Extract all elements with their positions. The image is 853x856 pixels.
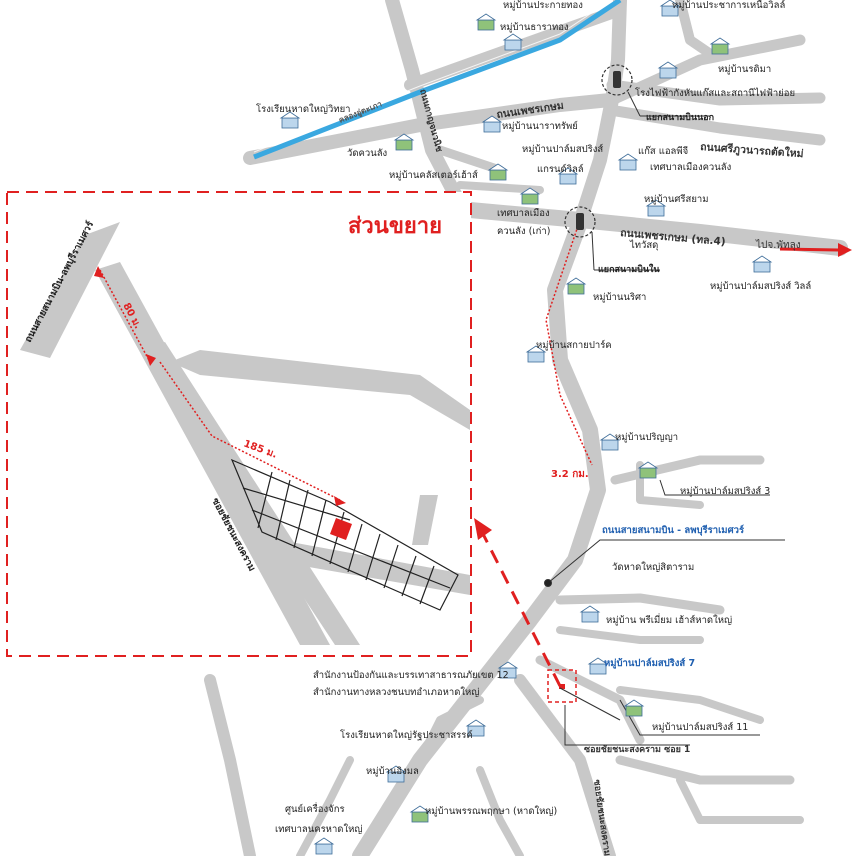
- intersection-north: [601, 64, 710, 117]
- house-icon: [519, 187, 541, 205]
- place-ingmon: หมู่บ้านอิงมล: [366, 766, 419, 777]
- place-municipal-khuansang: เทศบาลเมืองควนลัง: [650, 162, 732, 173]
- place-highway-office: สำนักงานทางหลวงชนบทอำเภอหาดใหญ่: [313, 687, 480, 698]
- place-power-plant: โรงไฟฟ้ากังหันแก๊สและสถานีไฟฟ้าย่อย: [635, 88, 796, 99]
- place-palm-spring-7: หมู่บ้านปาล์มสปริงส์ 7: [604, 658, 696, 669]
- house-icon: [313, 837, 335, 855]
- intersection-label-north: แยกสนามบินนอก: [646, 113, 715, 123]
- house-icon: [279, 111, 301, 129]
- place-thara-thong: หมู่บ้านธาราทอง: [500, 22, 569, 33]
- place-wat-hatyai-sitaram: วัดหาดใหญ่สิตาราม: [612, 562, 695, 573]
- place-rodima: หมู่บ้านรดิมา: [718, 64, 772, 75]
- house-icon: [475, 13, 497, 31]
- place-school-hatyai-wittaya: โรงเรียนหาดใหญ่วิทยา: [256, 104, 351, 115]
- house-icon: [565, 277, 587, 295]
- place-school-ratprachasan: โรงเรียนหาดใหญ่รัฐประชาสรรค์: [340, 730, 473, 741]
- distance-label: 3.2 กม.: [551, 469, 589, 480]
- road-label-sriphuwanat: ถนนศรีภูวนารถตัดใหม่: [700, 139, 804, 161]
- place-palm-spring-grand-1: หมู่บ้านปาล์มสปริงส์: [522, 144, 604, 155]
- place-classter-house: หมู่บ้านคลัสเตอร์เฮ้าส์: [389, 170, 478, 181]
- place-disaster-office: สำนักงานป้องกันและบรรเทาสาธารณภัยเขต 12: [313, 670, 509, 681]
- place-gas-station: แก๊ส แอลพีจี: [638, 146, 689, 157]
- house-icon: [497, 661, 519, 679]
- house-icon: [579, 605, 601, 623]
- selected-plot: [330, 518, 352, 540]
- place-machine-center-2: เทศบาลนครหาดใหญ่: [275, 824, 363, 835]
- intersection-label-south: แยกสนามบินใน: [598, 265, 660, 275]
- place-srisayam: หมู่บ้านศรีสยาม: [644, 194, 709, 205]
- place-thaiwatsadu: ไทวัสดุ: [630, 240, 659, 251]
- house-icon: [393, 133, 415, 151]
- place-machine-center-1: ศูนย์เครื่องจักร: [285, 804, 345, 815]
- house-icon: [645, 199, 667, 217]
- house-icons: [279, 0, 773, 855]
- place-sakai-park: หมู่บ้านสกายปาร์ค: [536, 340, 612, 351]
- place-narasap: หมู่บ้านนาราทรัพย์: [502, 121, 578, 132]
- place-prachakan: หมู่บ้านประชาการเหนือวิลล์: [672, 0, 786, 11]
- road-label-soi-1: ซอยชัยชนะสงคราม ซอย 1: [584, 744, 690, 755]
- house-icon: [599, 433, 621, 451]
- house-icon: [657, 61, 679, 79]
- place-premium-house: หมู่บ้าน พรีเมี่ยม เฮ้าส์หาดใหญ่: [606, 615, 733, 626]
- house-icon: [525, 345, 547, 363]
- plot-grid: [230, 458, 459, 611]
- place-parinya: หมู่บ้านปริญญา: [615, 432, 679, 443]
- house-icon: [502, 33, 524, 51]
- place-nirisa: หมู่บ้านนริศา: [593, 292, 647, 303]
- house-icon: [659, 0, 681, 17]
- house-icon: [557, 167, 579, 185]
- place-municipal-old-2: ควนลัง (เก่า): [497, 226, 551, 237]
- house-icon: [409, 805, 431, 823]
- place-palm-spring-3: หมู่บ้านปาล์มสปริงส์ 3: [680, 486, 771, 497]
- house-icon: [709, 37, 731, 55]
- house-icon: [385, 765, 407, 783]
- house-icon: [751, 255, 773, 273]
- house-icon: [637, 461, 659, 479]
- direction-arrow: [779, 247, 839, 252]
- house-icon: [587, 657, 609, 675]
- place-pornpruksa: หมู่บ้านพรรณพฤกษา (หาดใหญ่): [425, 806, 558, 817]
- place-palm-spring-grand-2: แกรนด์วิลล์: [537, 164, 584, 175]
- road-label-to-phatthalung: ไปจ.พัทลุง: [755, 239, 801, 251]
- road-label-main-route: ถนนสายสนามบิน - ลพบุรีราเมศวร์: [602, 524, 745, 536]
- canal-line: [253, 0, 622, 160]
- house-icon: [623, 699, 645, 717]
- place-palm-spring-villa: หมู่บ้านปาล์มสปริงส์ วิลล์: [710, 281, 812, 292]
- intersection-south: [564, 206, 660, 271]
- place-wat-khuansang: วัดควนลัง: [347, 148, 388, 159]
- plot-marker: [547, 669, 577, 703]
- pointer-arrow: [478, 527, 562, 687]
- inset-title: ส่วนขยาย: [348, 214, 442, 239]
- house-icon: [465, 719, 487, 737]
- house-icon: [617, 153, 639, 171]
- place-palm-spring-11: หมู่บ้านปาล์มสปริงส์ 11: [652, 722, 749, 733]
- house-icon: [481, 115, 503, 133]
- place-municipal-old-1: เทศบาลเมือง: [497, 208, 550, 219]
- house-icon: [487, 163, 509, 181]
- place-prakaithong: หมู่บ้านประกายทอง: [503, 0, 583, 11]
- route-dotted-line: [545, 225, 593, 466]
